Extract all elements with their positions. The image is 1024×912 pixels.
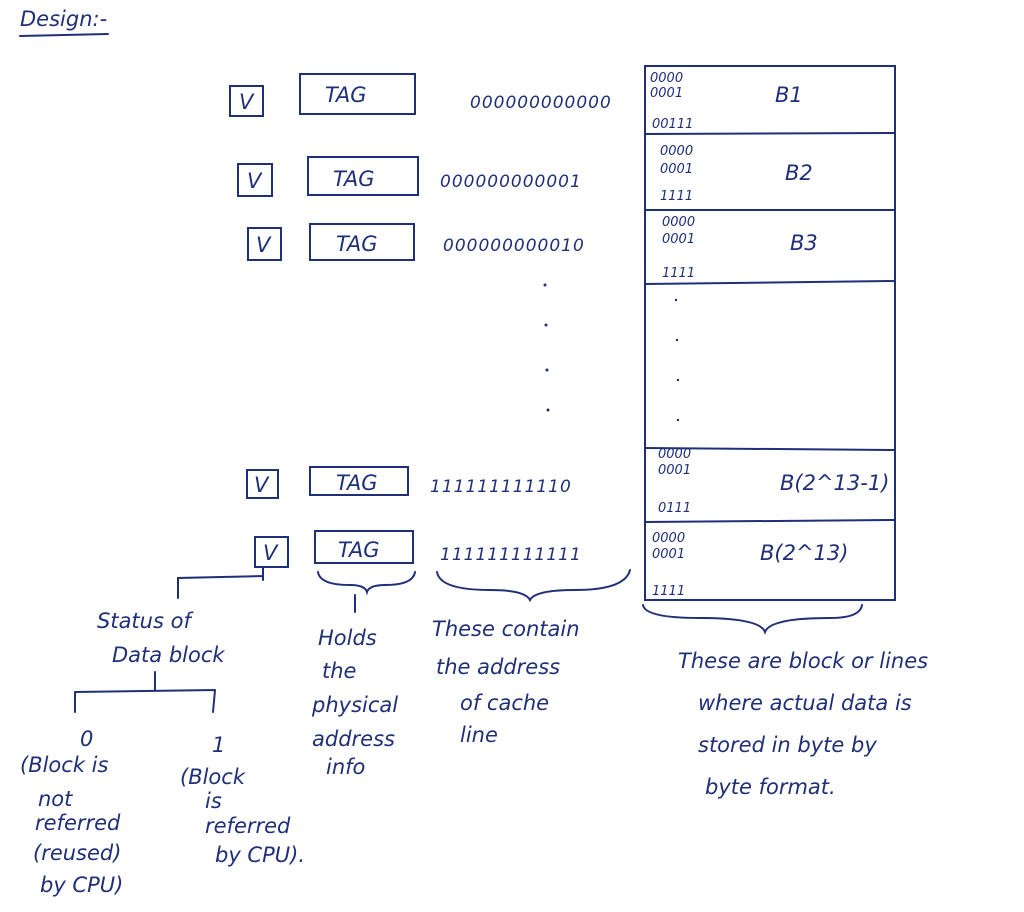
data-block-column [644,65,896,601]
annotation-connectors [74,566,863,713]
valid-bit-label: V [247,169,263,193]
svg-text:referred: referred [205,814,291,838]
cache-line-row: V TAG 000000000000 [229,73,612,117]
block-label: B(2^13-1) [780,471,889,495]
data-block: 0000 0001 1111 B3 [662,215,818,281]
valid-bit-box [229,85,264,117]
svg-text:0000: 0000 [662,215,695,230]
valid-bit-label: V [254,473,270,497]
tag-box [314,530,414,564]
cache-line-row: V TAG 000000000010 [247,223,585,261]
data-block: 0000 0001 1111 B2 [660,144,813,204]
continuation-dots [543,283,680,422]
tag-box [307,156,419,196]
svg-text:by CPU).: by CPU). [215,843,305,867]
svg-text:0001: 0001 [652,547,685,562]
svg-text:Holds: Holds [318,626,377,650]
block-label: B(2^13) [760,541,848,565]
svg-text:0001: 0001 [660,162,693,177]
svg-text:1111: 1111 [662,266,695,281]
tag-box [309,466,409,496]
svg-text:not: not [38,787,73,811]
svg-text:byte format.: byte format. [705,775,836,799]
line-address: 111111111110 [430,477,572,497]
tag-label: TAG [325,83,367,107]
svg-text:address: address [312,727,395,751]
svg-text:(Block is: (Block is [20,753,108,777]
data-block: 0000 0001 00111 B1 [650,71,803,132]
block-label: B1 [775,83,803,107]
svg-text:0000: 0000 [658,447,691,462]
line-address: 000000000001 [440,172,582,192]
address-annotation: These contain the address of cache line [432,617,580,747]
valid-bit-label: V [263,541,279,565]
svg-text:0001: 0001 [662,232,695,247]
tag-box [299,73,416,115]
svg-text:00111: 00111 [652,117,693,132]
svg-text:0: 0 [80,727,93,751]
cache-line-row: V TAG 000000000001 [237,156,582,197]
tag-label: TAG [336,232,378,256]
svg-text:Data block: Data block [112,643,225,667]
valid-bit-box [246,469,279,499]
block-label: B3 [790,231,818,255]
svg-text:These are block or lines: These are block or lines [678,649,928,673]
svg-text:1: 1 [212,733,225,757]
block-annotation: These are block or lines where actual da… [678,649,928,799]
svg-text:the address: the address [436,655,560,679]
svg-text:0000: 0000 [652,531,685,546]
svg-text:(reused): (reused) [33,841,121,865]
svg-text:where actual data is: where actual data is [698,691,912,715]
svg-text:0111: 0111 [658,501,691,516]
svg-text:referred: referred [35,811,121,835]
svg-text:0000: 0000 [650,71,683,86]
data-block: 0000 0001 0111 B(2^13-1) [658,447,889,516]
status-annotation: Status of Data block 0 (Block is not ref… [20,609,305,897]
line-address: 000000000010 [443,236,585,256]
svg-text:0001: 0001 [658,463,691,478]
svg-text:info: info [326,755,365,779]
line-address: 000000000000 [470,93,612,113]
svg-text:of cache: of cache [460,691,549,715]
valid-bit-box [247,227,282,261]
svg-text:the: the [322,659,356,683]
svg-text:1111: 1111 [660,189,693,204]
block-label: B2 [785,161,813,185]
tag-box [309,223,415,261]
cache-line-row: V TAG 111111111111 [254,530,582,568]
diagram-title: Design:- [20,7,107,31]
svg-text:0001: 0001 [650,86,683,101]
tag-label: TAG [336,471,378,495]
svg-text:by CPU): by CPU) [40,873,123,897]
line-address: 111111111111 [440,545,582,565]
valid-bit-box [254,536,289,568]
tag-annotation: Holds the physical address info [311,626,398,779]
valid-bit-label: V [256,233,272,257]
svg-text:These contain: These contain [432,617,580,641]
tag-label: TAG [333,167,375,191]
title-underline [19,33,109,37]
tag-label: TAG [338,538,380,562]
valid-bit-label: V [239,90,255,114]
svg-text:1111: 1111 [652,584,685,599]
svg-text:Status of: Status of [97,609,194,633]
cache-line-row: V TAG 111111111110 [246,466,572,499]
svg-text:is: is [205,789,222,813]
svg-text:stored in byte by: stored in byte by [698,733,877,757]
svg-text:0000: 0000 [660,144,693,159]
svg-text:line: line [460,723,498,747]
svg-text:physical: physical [311,693,398,717]
valid-bit-box [237,163,273,197]
svg-text:(Block: (Block [180,765,246,789]
data-block: 0000 0001 1111 B(2^13) [652,531,848,599]
